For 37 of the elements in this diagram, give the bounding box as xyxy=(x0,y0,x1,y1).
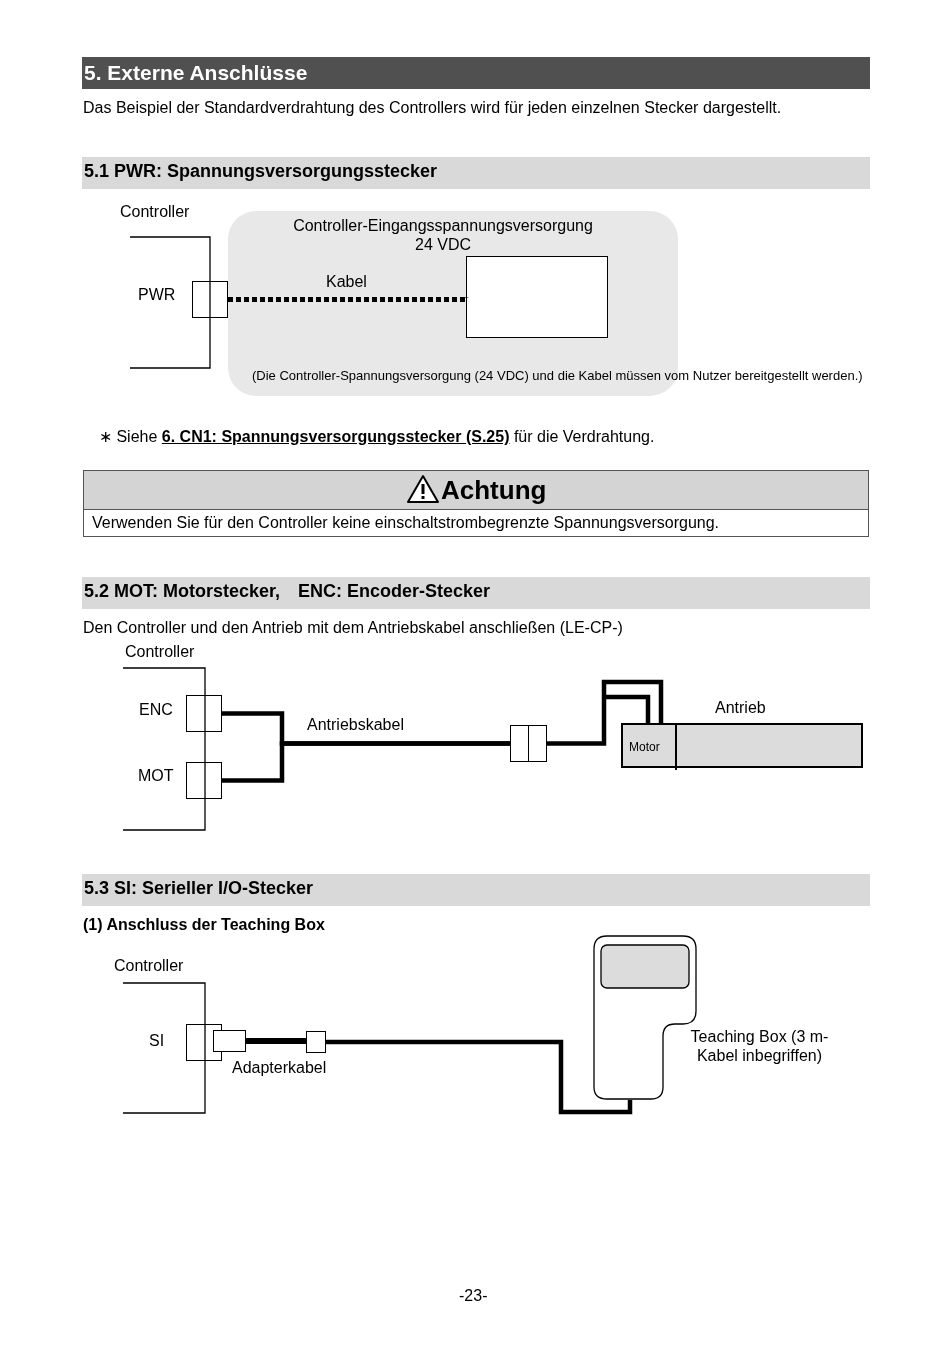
section-heading: 5.1 PWR: Spannungsversorgungsstecker xyxy=(82,157,870,189)
connector-label: ENC xyxy=(139,700,173,720)
connector-label: MOT xyxy=(138,766,174,786)
edge-label: Kabel xyxy=(326,272,367,292)
section-heading: 5.2 MOT: Motorstecker, ENC: Encoder-Stecker xyxy=(82,577,870,609)
connector-socket xyxy=(186,695,222,732)
page-heading: 5. Externe Anschlüsse xyxy=(82,57,870,89)
body-text: Das Beispiel der Standardverdrahtung des Controllers wird für jeden einzelnen Stecker dargestellt. xyxy=(83,98,782,118)
body-text: Controller xyxy=(120,202,190,222)
cable-line xyxy=(326,1039,633,1115)
body-text: Controller xyxy=(114,956,184,976)
connector-socket xyxy=(192,281,228,318)
subheading: (1) Anschluss der Teaching Box xyxy=(83,915,325,935)
adapter-plug xyxy=(213,1030,246,1052)
device-label: Antrieb xyxy=(715,698,766,718)
section-heading: 5.3 SI: Serieller I/O-Stecker xyxy=(82,874,870,906)
edge-label: Adapterkabel xyxy=(232,1058,327,1078)
edge-label: Antriebskabel xyxy=(307,715,404,735)
body-text: Controller xyxy=(125,642,195,662)
dotted-cable xyxy=(228,296,469,302)
area-heading: Controller-Eingangsspannungsversorgung 24 VDC xyxy=(292,216,594,255)
connector-label: PWR xyxy=(138,285,176,305)
reference-note: ∗ Siehe 6. CN1: Spannungsversorgungsstecker (S.25) für die Verdrahtung. xyxy=(99,427,655,447)
device-box xyxy=(466,256,608,338)
cable-coupler xyxy=(510,725,547,762)
device-label: Teaching Box (3 m-Kabel inbegriffen) xyxy=(689,1027,830,1066)
warning-title: Achtung xyxy=(441,475,547,507)
body-text: Den Controller und den Antrieb mit dem Antriebskabel anschließen (LE-CP-) xyxy=(83,618,623,638)
cable-line xyxy=(222,741,510,783)
connector-label: SI xyxy=(149,1031,165,1051)
device-box xyxy=(306,1031,326,1053)
note-text: (Die Controller-Spannungsversorgung (24 VDC) und die Kabel müssen vom Nutzer bereitgestellt werden.) xyxy=(252,368,863,384)
body-text: -23- xyxy=(459,1286,488,1306)
warning-text: Verwenden Sie für den Controller keine einschaltstrombegrenzte Spannungsversorgung. xyxy=(92,513,720,533)
connector-socket xyxy=(186,762,222,799)
node-label: Motor xyxy=(629,740,660,754)
actuator-body xyxy=(621,723,863,768)
